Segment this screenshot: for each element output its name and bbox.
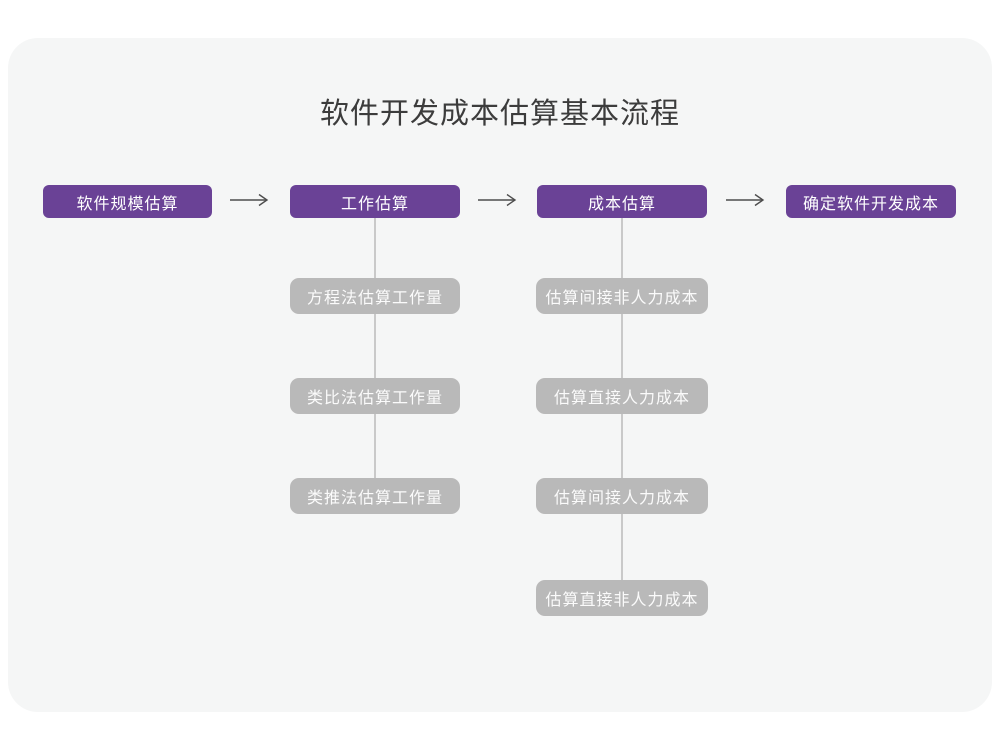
sub-node-indirect-labor-cost: 估算间接人力成本 xyxy=(536,478,708,514)
flow-node-determine-dev-cost: 确定软件开发成本 xyxy=(786,185,956,218)
diagram-title: 软件开发成本估算基本流程 xyxy=(319,96,680,130)
flow-node-work-estimation: 工作估算 xyxy=(290,185,460,218)
flow-node-software-scale-estimation: 软件规模估算 xyxy=(43,185,212,218)
sub-node-direct-labor-cost: 估算直接人力成本 xyxy=(536,378,708,414)
sub-node-analogy-method: 类比法估算工作量 xyxy=(290,378,460,414)
connector-line-work-column xyxy=(374,217,376,482)
right-arrow-icon xyxy=(230,193,269,207)
right-arrow-icon xyxy=(478,193,517,207)
flow-node-cost-estimation: 成本估算 xyxy=(537,185,707,218)
sub-node-extrapolation-method: 类推法估算工作量 xyxy=(290,478,460,514)
diagram-card xyxy=(8,38,992,712)
right-arrow-icon xyxy=(726,193,765,207)
sub-node-direct-nonlabor-cost: 估算直接非人力成本 xyxy=(536,580,708,616)
sub-node-indirect-nonlabor-cost: 估算间接非人力成本 xyxy=(536,278,708,314)
sub-node-equation-method: 方程法估算工作量 xyxy=(290,278,460,314)
